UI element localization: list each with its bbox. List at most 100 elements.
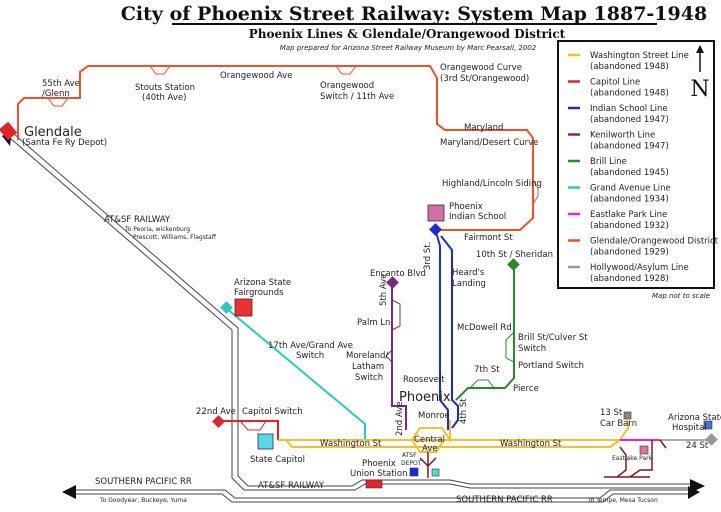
atsf-railway-track — [9, 133, 690, 491]
label-state-capitol: State Capitol — [250, 455, 305, 465]
legend-note: (abandoned 1948) — [590, 62, 669, 72]
label-glenn: /Glenn — [42, 89, 70, 99]
label-heards: Heard's — [452, 268, 485, 278]
label-eastlake-park: Eastlake Park — [612, 455, 653, 462]
label-palm-ln: Palm Ln — [357, 318, 390, 328]
grand-terminus-icon — [220, 301, 233, 314]
label-atsf-bottom: AT&SF RAILWAY — [258, 481, 325, 491]
label-sp-east-dest: To Tempe, Mesa Tucson — [587, 497, 658, 504]
label-hospital-2: Hospital — [672, 423, 707, 433]
label-washington-west: Washington St — [320, 439, 382, 449]
legend-note: (abandoned 1947) — [590, 142, 669, 152]
label-central-2: Ave — [422, 444, 438, 454]
indian-school-line — [435, 231, 459, 430]
eastlake-branches — [604, 439, 667, 478]
label-5th-ave: 5th Ave — [379, 274, 389, 306]
label-2nd-ave: 2nd Ave — [395, 402, 405, 436]
label-glendale: Glendale — [24, 125, 82, 140]
legend-name: Washington Street Line — [590, 51, 689, 61]
label-portland-switch: Portland Switch — [518, 361, 584, 371]
label-maryland: Maryland — [464, 123, 503, 133]
legend-note: (abandoned 1948) — [590, 89, 669, 99]
label-fairgrounds-2: Fairgrounds — [234, 288, 284, 298]
legend-item: Glendale/Orangewood District(abandoned 1… — [568, 237, 719, 258]
scale-note: Map not to scale — [652, 292, 710, 300]
hospital-icon — [703, 420, 713, 430]
label-fairmont: Fairmont St — [464, 233, 513, 243]
label-3rd-st: 3rd St. — [423, 242, 433, 270]
label-grand-switch: 17th Ave/Grand Ave — [268, 341, 353, 351]
label-atsf-dest-2: Prescott, Williams, Flagstaff — [133, 234, 217, 241]
label-orangewood-ave: Orangewood Ave — [220, 71, 292, 81]
label-7th-st: 7th St — [474, 365, 500, 375]
fairgrounds-icon — [234, 298, 253, 317]
legend-item: Grand Avenue Line(abandoned 1934) — [568, 184, 671, 205]
capitol-siding — [239, 420, 267, 431]
legend-name: Eastlake Park Line — [590, 210, 667, 220]
eastlake-park-icon — [639, 445, 649, 455]
label-moreland: Moreland/ — [346, 351, 388, 361]
label-culver: Brill St/Culver St — [518, 333, 588, 343]
legend-item: Kenilworth Line(abandoned 1947) — [568, 131, 669, 152]
legend-item: Brill Line(abandoned 1945) — [568, 157, 669, 178]
label-atsf-railway: AT&SF RAILWAY — [104, 215, 171, 225]
label-orangewood-switch: Orangewood — [320, 81, 374, 91]
label-13th-st: 13 St — [600, 408, 623, 418]
label-car-barn: Car Barn — [600, 419, 637, 429]
glendale-depot-icon — [0, 121, 18, 141]
label-heards-2: Landing — [452, 279, 486, 289]
label-indian-school: Phoenix — [449, 202, 483, 212]
legend-item: Hollywood/Asylum Line(abandoned 1928) — [568, 263, 689, 284]
label-culver-2: Switch — [518, 344, 546, 354]
legend-item: Washington Street Line(abandoned 1948) — [568, 51, 689, 72]
label-glendale-depot: (Santa Fe Ry Depot) — [22, 138, 107, 148]
indian-school-terminus-icon — [429, 223, 442, 236]
label-sp-east: SOUTHERN PACIFIC RR — [456, 495, 553, 505]
washington-street-line — [278, 420, 629, 453]
label-sheridan: 10th St / Sheridan — [476, 250, 553, 260]
label-22nd-ave: 22nd Ave — [196, 407, 236, 417]
legend-box — [557, 40, 715, 289]
label-indian-school-2: Indian School — [449, 212, 506, 222]
label-hospital: Arizona State — [668, 413, 721, 423]
label-stouts-station: Stouts Station — [135, 83, 195, 93]
label-fairgrounds: Arizona State — [234, 278, 291, 288]
label-roosevelt: Roosevelt — [403, 375, 445, 385]
label-mcdowell: McDowell Rd — [457, 323, 512, 333]
central-ave-stub — [419, 452, 437, 478]
label-highland: Highland/Lincoln Siding — [442, 179, 542, 189]
glendale-orangewood-line — [17, 65, 534, 231]
label-union-station-2: Union Station — [350, 469, 407, 479]
atsf-depot-icon — [409, 467, 419, 477]
label-central: Central — [414, 435, 445, 445]
legend-name: Capitol Line — [590, 78, 640, 88]
map-title: City of Phoenix Street Railway: System M… — [121, 3, 707, 25]
legend-item: Indian School Line(abandoned 1947) — [568, 104, 669, 125]
label-monroe: Monroe — [418, 411, 450, 421]
legend-note: (abandoned 1945) — [590, 168, 669, 178]
label-maryland-curve: Maryland/Desert Curve — [440, 138, 538, 148]
legend-item: Eastlake Park Line(abandoned 1932) — [568, 210, 669, 231]
label-24th-st: 24 St — [686, 441, 709, 451]
label-40th-ave: (40th Ave) — [142, 93, 186, 103]
kenilworth-sidings — [385, 299, 401, 363]
label-encanto: Encanto Blvd — [370, 269, 426, 279]
label-union-station: Phoenix — [362, 459, 396, 469]
ave22-terminus-icon — [212, 415, 225, 428]
legend-name: Hollywood/Asylum Line — [590, 263, 689, 273]
label-orangewood-curve: Orangewood Curve — [440, 63, 522, 73]
legend: Washington Street Line(abandoned 1948)Ca… — [568, 51, 719, 284]
label-pierce: Pierce — [513, 384, 539, 394]
brill-line — [455, 266, 515, 401]
grand-avenue-line — [225, 307, 366, 440]
label-sp-west-dest: To Goodyear, Buckeye, Yuma — [99, 497, 187, 504]
brill-sidings — [469, 331, 515, 389]
capitol-line — [218, 420, 279, 440]
legend-note: (abandoned 1928) — [590, 274, 669, 284]
label-atsf-depot-2: DEPOT — [401, 460, 422, 467]
label-washington-east: Washington St — [500, 439, 562, 449]
orangewood-sidings — [47, 65, 539, 205]
indian-school-icon — [427, 204, 445, 222]
label-sp-west: SOUTHERN PACIFIC RR — [95, 477, 192, 487]
